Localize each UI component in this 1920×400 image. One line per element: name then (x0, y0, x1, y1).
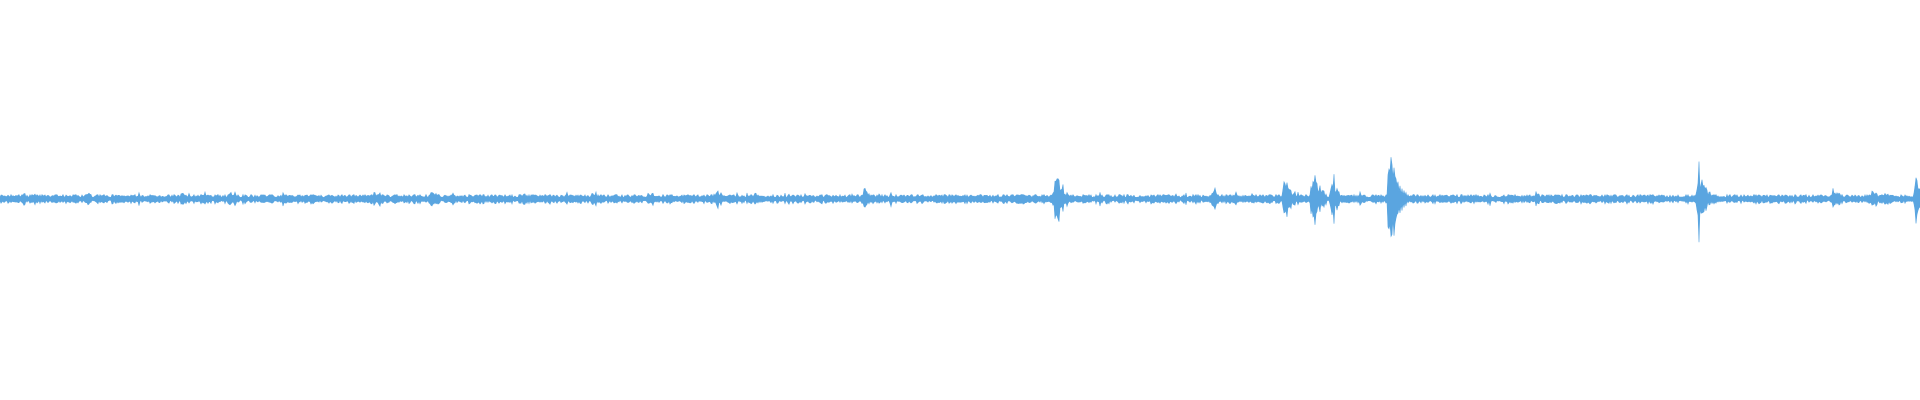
waveform-bars (0, 157, 1920, 243)
